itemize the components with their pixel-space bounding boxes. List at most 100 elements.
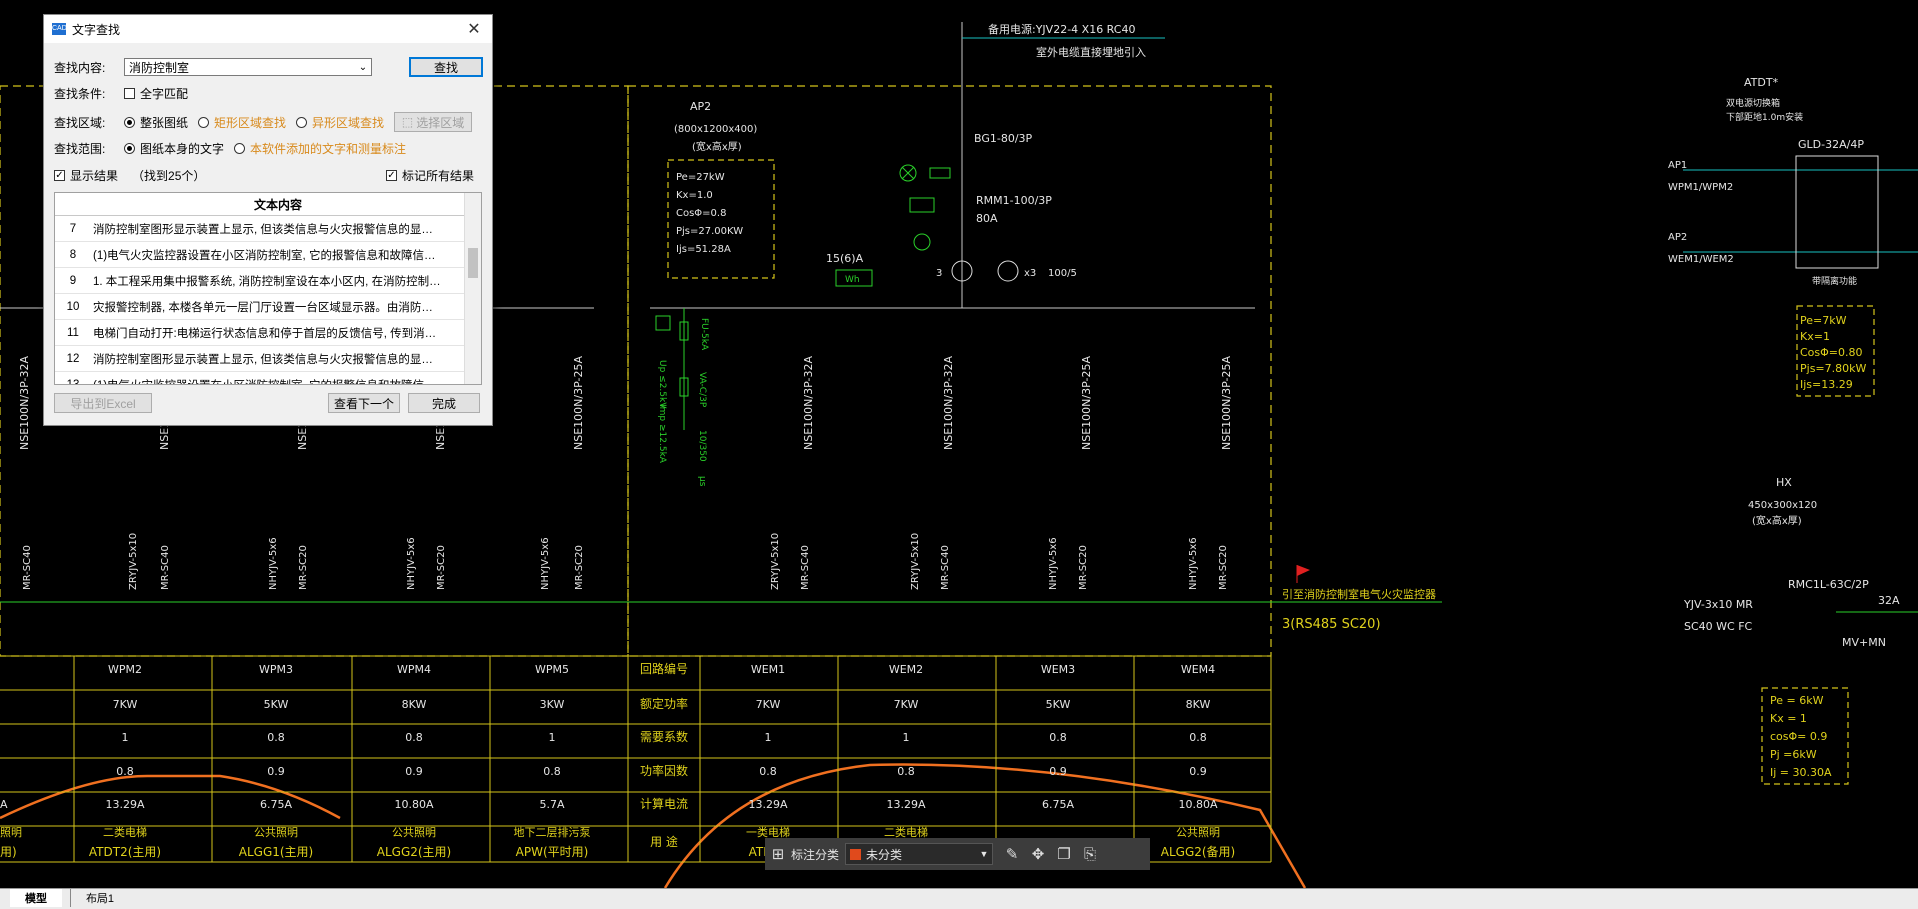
category-value: 未分类 (866, 847, 903, 862)
cad-label: 13.29A (105, 798, 144, 811)
search-input[interactable]: 消防控制室 ⌄ (124, 58, 372, 76)
cad-label: Ijs=51.28A (676, 244, 731, 255)
scope-drawing-radio[interactable] (124, 143, 135, 154)
scrollbar-thumb[interactable] (468, 248, 478, 278)
cad-label: 带隔离功能 (1812, 275, 1857, 287)
app-icon: CAD (52, 23, 67, 35)
paste-icon[interactable]: ⎘ (1084, 845, 1097, 863)
cad-label: 1 (903, 731, 910, 744)
cad-label: 0.8 (759, 765, 777, 778)
cad-label: MR-SC40 (160, 545, 171, 590)
results-scrollbar[interactable] (464, 193, 481, 384)
cad-label: ZRYJV-5x10 (128, 533, 139, 590)
show-results-checkbox[interactable]: ✓ (54, 170, 65, 181)
toolbar-label: 标注分类 (791, 847, 840, 862)
cad-label: ATDT* (1744, 76, 1779, 89)
cad-label: MR-SC40 (940, 545, 951, 590)
table-row[interactable]: 13(1)电气火灾监控器设置在小区消防控制室, 它的报警信息和故障信… (55, 372, 465, 385)
whole-word-checkbox[interactable] (124, 88, 135, 99)
cad-label: NSE100N/3P-25A (1080, 356, 1093, 450)
close-icon[interactable]: ✕ (467, 21, 481, 38)
table-row[interactable]: 8(1)电气火灾监控器设置在小区消防控制室, 它的报警信息和故障信… (55, 242, 465, 268)
area-rect-radio[interactable] (198, 116, 210, 128)
cad-label: 450x300x120 (1748, 500, 1817, 511)
cad-label: 5.7A (539, 798, 564, 811)
dialog-titlebar[interactable]: CAD 文字查找 ✕ (44, 15, 492, 43)
row-number: 7 (69, 222, 77, 235)
category-select[interactable]: 未分类 ▼ (845, 843, 994, 865)
tab-layout1[interactable]: 布局1 (70, 889, 129, 907)
cad-label: 3KW (540, 698, 565, 711)
tab-model[interactable]: 模型 (10, 889, 62, 907)
move-icon[interactable]: ✥ (1031, 846, 1045, 863)
select-area-button[interactable]: ⬚选择区域 (394, 112, 473, 132)
cad-label: ATDT2(主用) (89, 845, 161, 859)
chevron-down-icon[interactable]: ⌄ (358, 61, 368, 73)
cad-label: cosΦ= 0.9 (1770, 730, 1827, 743)
cad-label: VA-C/3P (697, 372, 707, 408)
cad-label: (宽x高x厚) (692, 140, 742, 153)
scope-label: 查找范围: (54, 142, 106, 156)
row-number: 11 (67, 326, 79, 339)
cad-label: NHYJV-5x6 (406, 537, 417, 590)
row-number: 9 (69, 274, 77, 287)
area-whole-radio[interactable] (124, 116, 135, 128)
cad-label: ALGG1(主用) (239, 845, 314, 859)
cad-label: NSE100N/3P-32A (18, 356, 31, 450)
cad-label: 地下二层排污泵 (514, 825, 591, 839)
find-button[interactable]: 查找 (409, 57, 483, 77)
cad-label: WEM1 (751, 663, 785, 676)
annotation-toolbar[interactable]: ⊞ 标注分类 未分类 ▼ ✎ ✥ ❐ ⎘ (765, 838, 1150, 870)
cad-label: RMM1-100/3P (976, 194, 1052, 207)
cad-label: NHYJV-5x6 (1048, 537, 1059, 590)
cad-label: Up ≤2.5kV (657, 360, 667, 409)
cad-label: 0.8 (1049, 731, 1067, 744)
mark-all-checkbox[interactable]: ✓ (386, 170, 397, 181)
row-text: (1)电气火灾监控器设置在小区消防控制室, 它的报警信息和故障信… (93, 249, 436, 262)
cad-label: Pe=27kW (676, 172, 725, 183)
cad-label: ZRYJV-5x10 (770, 533, 781, 590)
cad-label: Wh (845, 275, 860, 285)
cad-label: 用) (0, 845, 17, 859)
cad-label: 0.8 (116, 765, 134, 778)
table-row[interactable]: 11 电梯门自动打开:电梯运行状态信息和停于首层的反馈信号, 传到消… (55, 320, 465, 346)
cad-label: 15(6)A (826, 252, 864, 265)
edit-icon[interactable]: ✎ (1005, 846, 1019, 863)
chevron-down-icon[interactable]: ▼ (979, 849, 989, 859)
cad-label: Pjs=7.80kW (1800, 362, 1866, 375)
cad-label: 8KW (1186, 698, 1211, 711)
grid-icon[interactable]: ⊞ (771, 846, 785, 863)
cad-label: NHYJV-5x6 (1188, 537, 1199, 590)
cad-label: (800x1200x400) (674, 124, 757, 135)
cad-label: NHYJV-5x6 (268, 537, 279, 590)
cad-label: WEM1/WEM2 (1668, 254, 1734, 265)
done-button[interactable]: 完成 (408, 393, 480, 413)
scope-added-radio[interactable] (234, 143, 246, 154)
next-result-button[interactable]: 查看下一个 (328, 393, 400, 413)
text-search-dialog[interactable]: CAD 文字查找 ✕ 查找内容: 消防控制室 ⌄ 查找 查找条件: 全字匹配 查… (43, 14, 493, 426)
cad-label: AP1 (1668, 160, 1687, 171)
cad-label: MR-SC20 (1078, 545, 1089, 590)
cad-label: AP2 (1668, 232, 1687, 243)
cad-label: 8KW (402, 698, 427, 711)
cad-label: YJV-3x10 MR (1683, 598, 1753, 611)
cad-label: 10.80A (1178, 798, 1217, 811)
row-number: 12 (66, 352, 80, 365)
cad-label: 0.9 (267, 765, 285, 778)
cad-label: NSE100N/3P-25A (572, 356, 585, 450)
row-text: 电梯门自动打开:电梯运行状态信息和停于首层的反馈信号, 传到消… (93, 327, 437, 340)
scope-added-label: 本软件添加的文字和测量标注 (250, 142, 407, 156)
cad-label: ALGG2(主用) (377, 845, 452, 859)
area-irregular-radio[interactable] (296, 116, 308, 128)
export-excel-button[interactable]: 导出到Excel (54, 393, 152, 413)
cad-label: WPM4 (397, 663, 431, 676)
search-value: 消防控制室 (129, 60, 190, 75)
copy-icon[interactable]: ❐ (1057, 846, 1071, 863)
cad-label: BG1-80/3P (974, 132, 1033, 145)
